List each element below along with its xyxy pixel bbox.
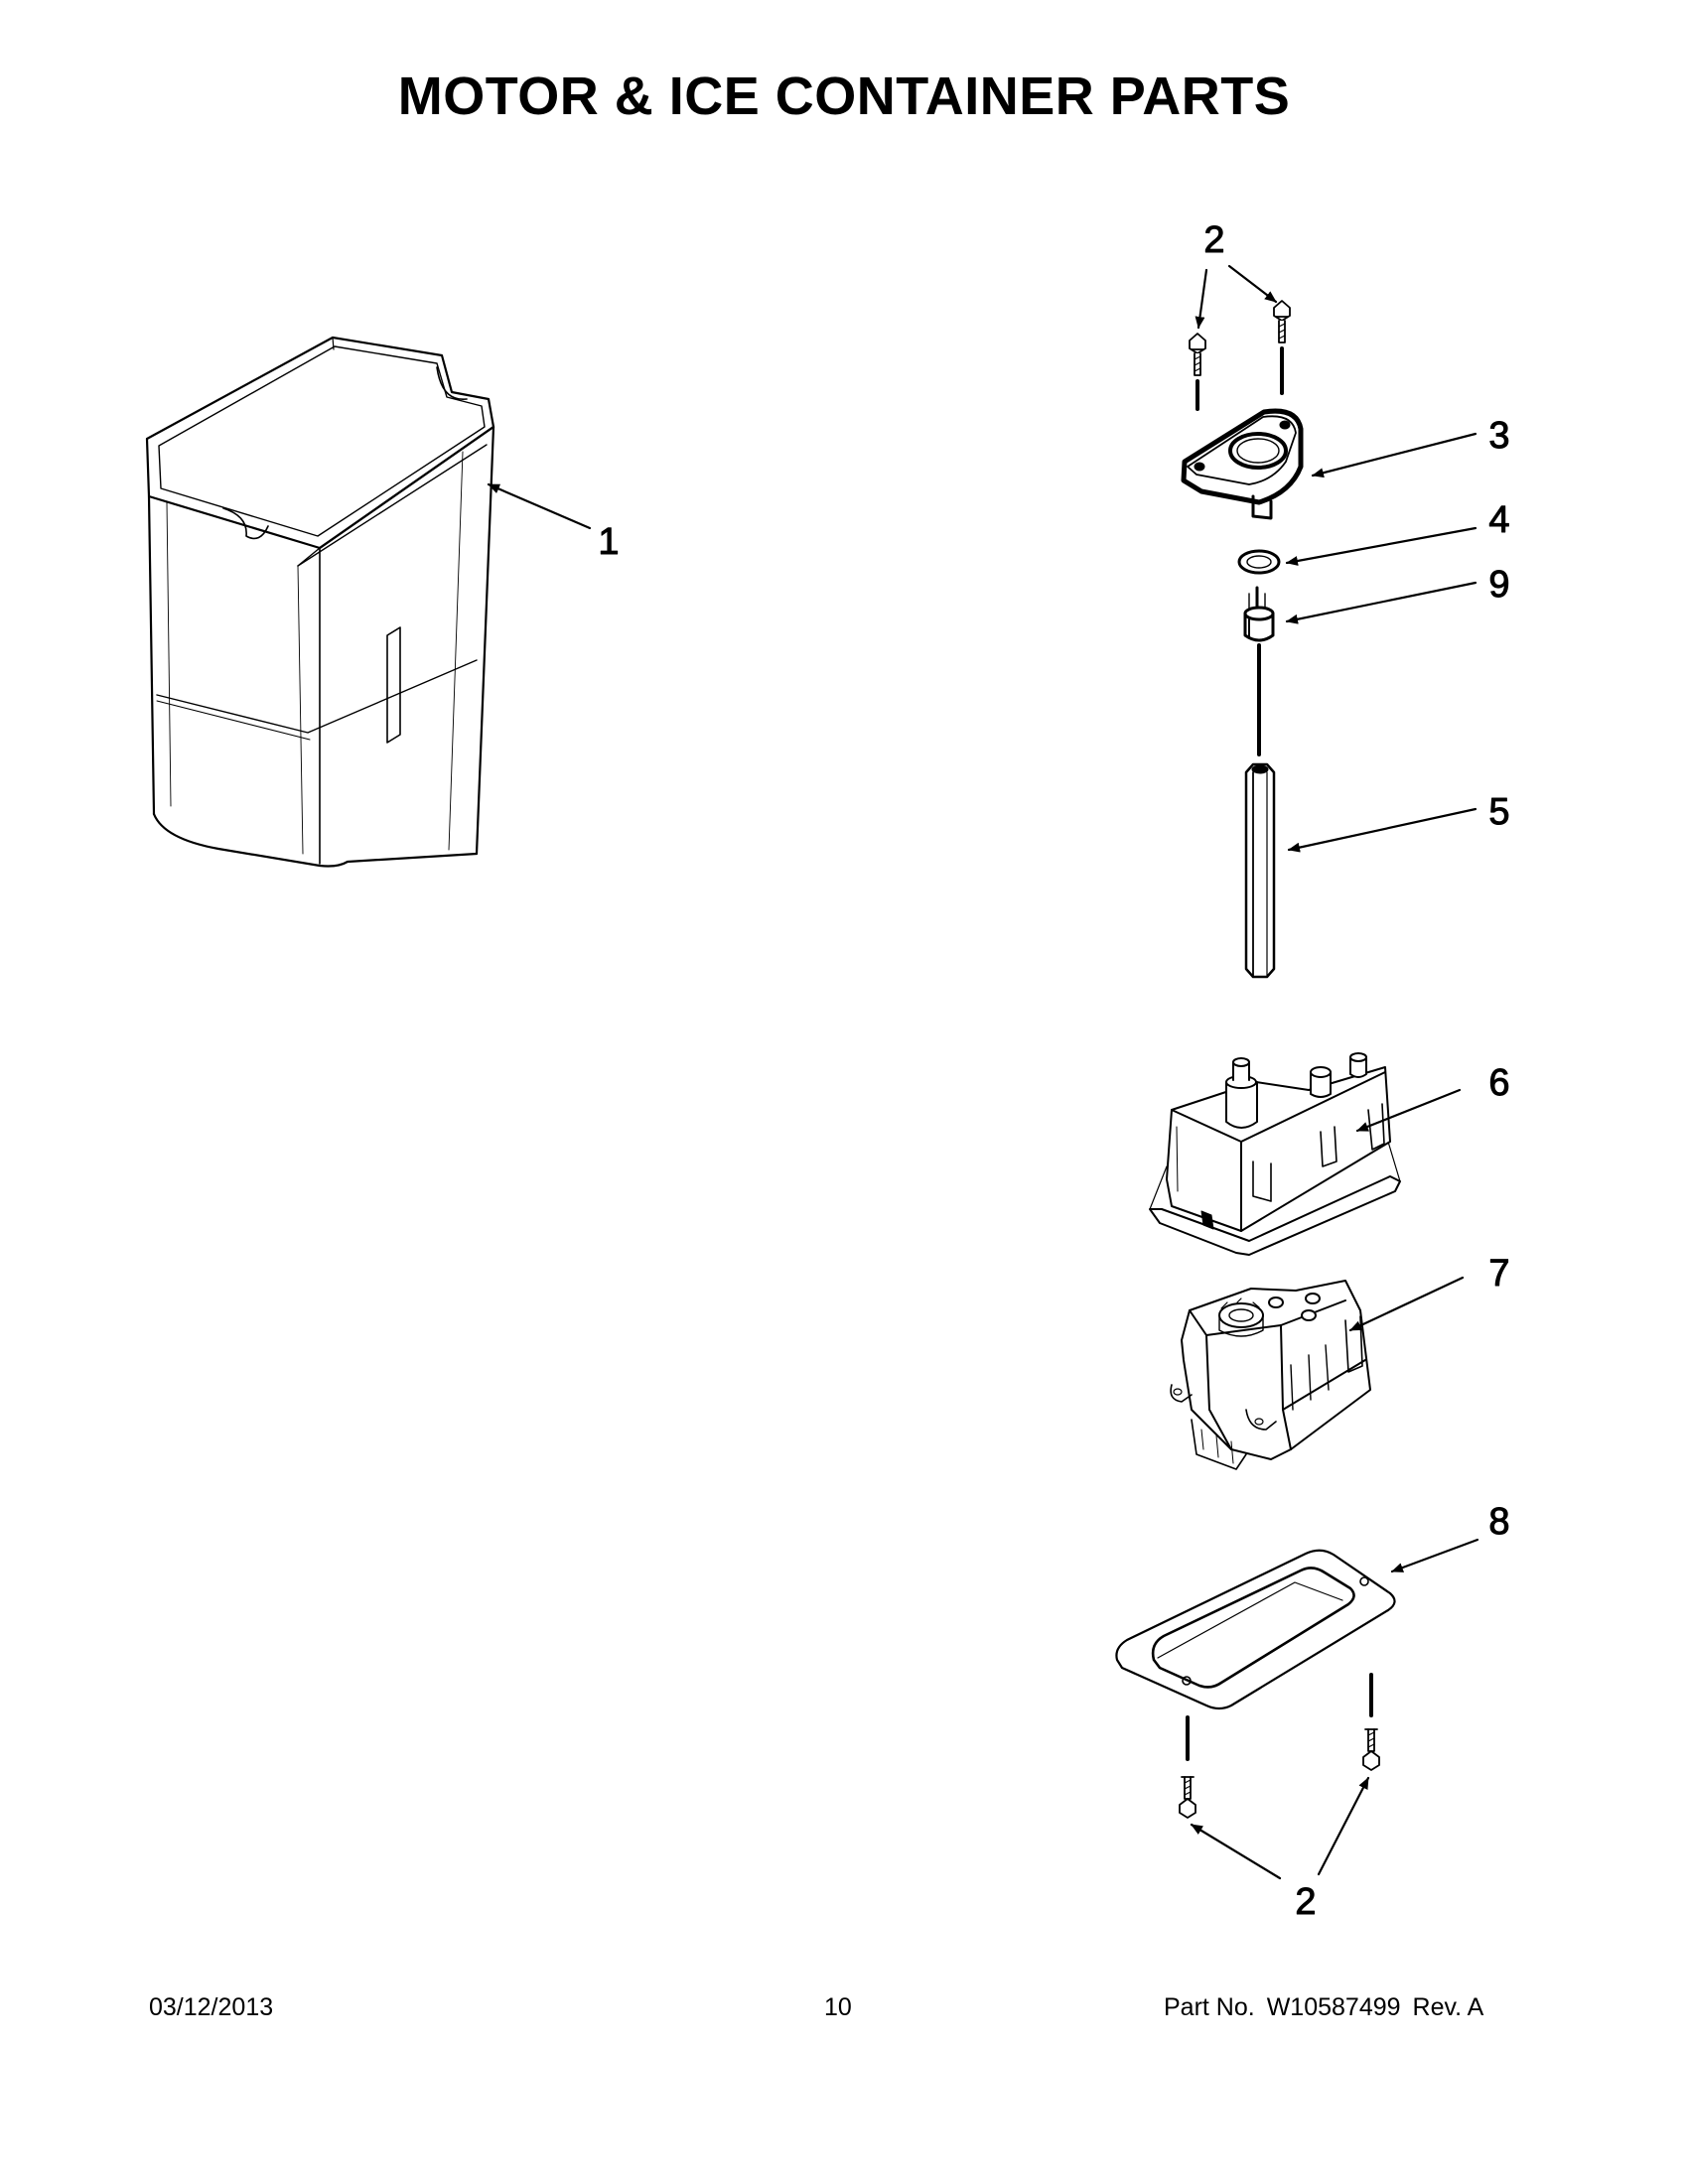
callout-6: 6 bbox=[1488, 1062, 1509, 1104]
coupler-part bbox=[1243, 586, 1275, 756]
screw-part-bottom-left bbox=[1179, 1776, 1196, 1819]
page-title: MOTOR & ICE CONTAINER PARTS bbox=[397, 67, 1291, 126]
callout-1: 1 bbox=[598, 521, 619, 563]
callout-2-top: 2 bbox=[1203, 219, 1224, 261]
screw-part-top-right bbox=[1273, 300, 1291, 395]
footer-date: 03/12/2013 bbox=[149, 1993, 274, 2021]
shaft-part bbox=[1244, 762, 1276, 979]
gasket-part bbox=[1115, 1549, 1396, 1761]
footer-revision: Rev. A bbox=[1412, 1993, 1484, 2021]
auger-motor-part bbox=[1170, 1280, 1371, 1470]
footer-page-number: 10 bbox=[824, 1993, 852, 2021]
callout-3: 3 bbox=[1488, 415, 1509, 457]
callout-7: 7 bbox=[1488, 1253, 1509, 1295]
callout-5: 5 bbox=[1488, 791, 1509, 833]
footer-part-label: Part No. bbox=[1164, 1993, 1255, 2021]
bracket-part bbox=[1181, 408, 1304, 520]
footer-part-info: Part No. W10587499 Rev. A bbox=[1164, 1993, 1483, 2022]
callout-8: 8 bbox=[1488, 1501, 1509, 1543]
ice-container-part bbox=[145, 336, 495, 868]
motor-cover-part bbox=[1149, 1052, 1401, 1256]
footer-part-number: W10587499 bbox=[1266, 1993, 1401, 2021]
callout-2-bottom: 2 bbox=[1295, 1881, 1316, 1923]
leader-lines bbox=[487, 264, 1479, 1880]
washer-part bbox=[1237, 549, 1281, 575]
screw-part-bottom-right bbox=[1362, 1728, 1380, 1771]
callout-9: 9 bbox=[1488, 564, 1509, 606]
screw-part-top-left bbox=[1189, 333, 1206, 411]
callout-4: 4 bbox=[1488, 499, 1509, 541]
